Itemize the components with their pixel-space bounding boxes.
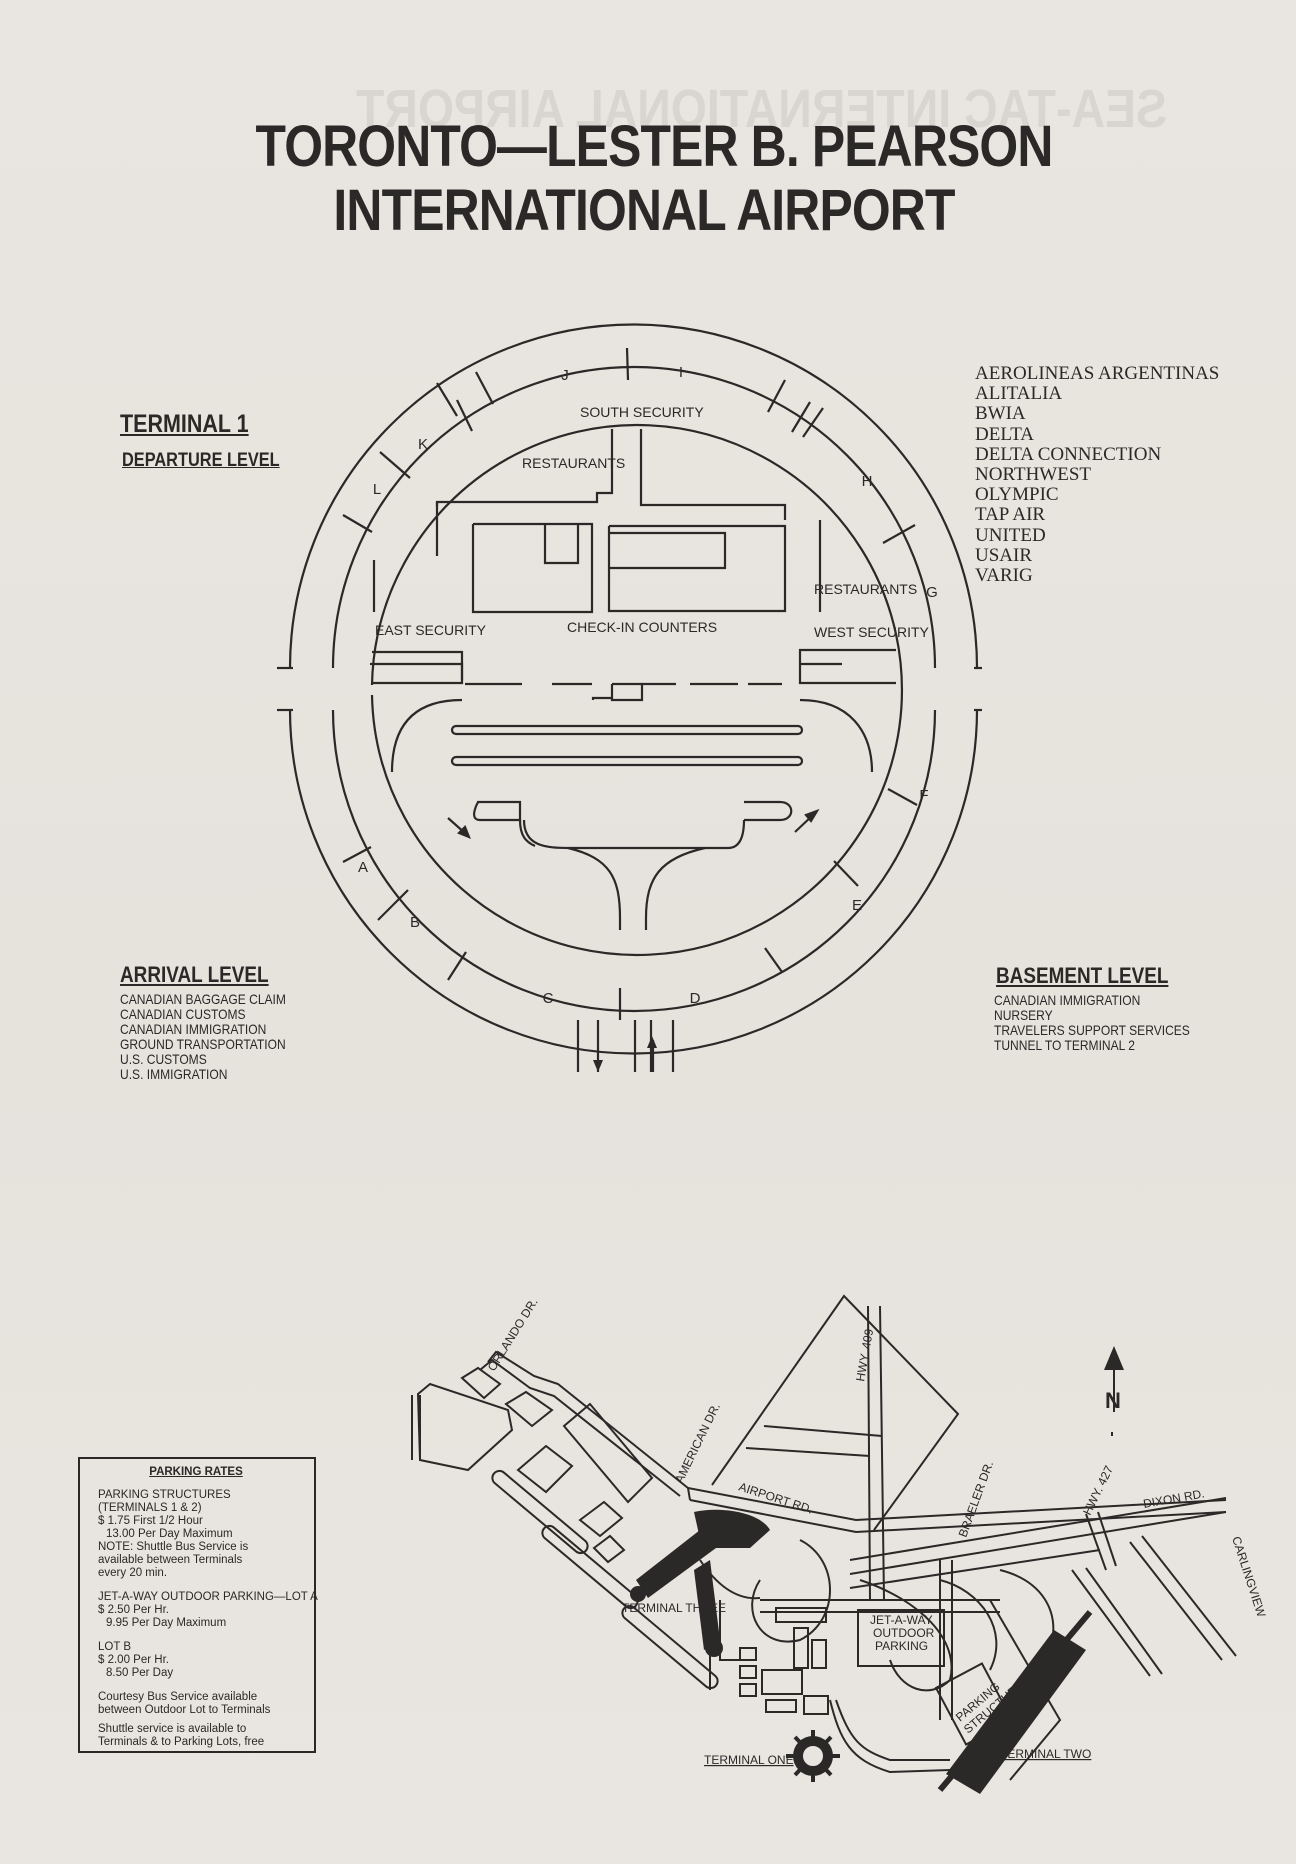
page-title-line-2: INTERNATIONAL AIRPORT xyxy=(333,178,955,243)
gate-label-j: J xyxy=(561,367,569,384)
outer-ring-top xyxy=(288,323,979,669)
airline-item: USAIR xyxy=(975,544,1033,566)
list-item: CANADIAN BAGGAGE CLAIM xyxy=(120,991,286,1007)
parking-rate-line: (TERMINALS 1 & 2) xyxy=(98,1502,202,1514)
list-item: NURSERY xyxy=(994,1007,1053,1023)
arrival-level-heading: ARRIVAL LEVEL xyxy=(120,962,269,987)
arrival-level-list: CANADIAN BAGGAGE CLAIM CANADIAN CUSTOMS … xyxy=(120,992,286,1082)
parking-rate-line: $ 1.75 First 1/2 Hour xyxy=(98,1515,203,1527)
gate-label-h: H xyxy=(862,473,873,490)
list-item: TUNNEL TO TERMINAL 2 xyxy=(994,1037,1135,1053)
list-item: CANADIAN IMMIGRATION xyxy=(994,992,1141,1008)
list-item: U.S. IMMIGRATION xyxy=(120,1066,228,1082)
parking-rate-line: Courtesy Bus Service available xyxy=(98,1691,258,1703)
parking-rate-line: JET-A-WAY OUTDOOR PARKING—LOT A xyxy=(98,1591,318,1603)
parking-rate-line: 13.00 Per Day Maximum xyxy=(106,1528,233,1540)
parking-rate-line: available between Terminals xyxy=(98,1554,243,1566)
carlingview-label: CARLINGVIEW xyxy=(1229,1535,1268,1620)
parking-rate-line: $ 2.00 Per Hr. xyxy=(98,1654,169,1666)
gate-label-c: C xyxy=(543,990,554,1007)
gate-label-k: K xyxy=(418,436,428,453)
orlando-dr xyxy=(487,1350,691,1501)
terminal-two-label: TERMINAL TWO xyxy=(1000,1747,1091,1761)
parking-rate-line: Terminals & to Parking Lots, free xyxy=(98,1736,265,1748)
parking-rate-line: between Outdoor Lot to Terminals xyxy=(98,1704,271,1716)
parking-rate-line: every 20 min. xyxy=(98,1567,168,1579)
parking-rate-line: 9.95 Per Day Maximum xyxy=(106,1617,227,1629)
list-item: TRAVELERS SUPPORT SERVICES xyxy=(994,1022,1190,1038)
jet-a-way-label-1: JET-A-WAY xyxy=(870,1613,933,1627)
north-arrow-icon xyxy=(1104,1346,1124,1370)
outer-ring-bottom xyxy=(288,709,979,1055)
parking-rates-box: PARKING RATES PARKING STRUCTURES (TERMIN… xyxy=(78,1457,318,1753)
list-item: GROUND TRANSPORTATION xyxy=(120,1036,286,1052)
terminal-two-building xyxy=(946,1630,1086,1794)
basement-level-list: CANADIAN IMMIGRATION NURSERY TRAVELERS S… xyxy=(994,993,1190,1053)
terminal-three-label: TERMINAL THREE xyxy=(622,1601,726,1615)
departure-level-heading: DEPARTURE LEVEL xyxy=(122,450,280,471)
airline-item: NORTHWEST xyxy=(975,464,1092,486)
jet-a-way-label-2: OUTDOOR xyxy=(873,1626,935,1640)
list-item: U.S. CUSTOMS xyxy=(120,1051,207,1067)
west-security-label: WEST SECURITY xyxy=(814,624,930,640)
gate-label-e: E xyxy=(852,897,862,914)
basement-level-heading: BASEMENT LEVEL xyxy=(996,963,1169,988)
check-in-counters-label: CHECK-IN COUNTERS xyxy=(567,619,717,635)
hwy-427-label: HWY. 427 xyxy=(1080,1463,1116,1517)
american-dr-label: AMERICAN DR. xyxy=(672,1401,723,1486)
airline-item: TAP AIR xyxy=(975,504,1046,526)
parking-rate-line: Shuttle service is available to xyxy=(98,1723,247,1735)
east-security-label: EAST SECURITY xyxy=(375,622,487,638)
parking-rates-heading: PARKING RATES xyxy=(149,1466,243,1478)
list-item: CANADIAN CUSTOMS xyxy=(120,1006,246,1022)
airline-list: AEROLINEAS ARGENTINAS ALITALIA BWIA DELT… xyxy=(975,363,1220,587)
gate-label-a: A xyxy=(358,859,368,876)
south-security-label: SOUTH SECURITY xyxy=(580,404,704,420)
list-item: CANADIAN IMMIGRATION xyxy=(120,1021,267,1037)
terminal-three-building xyxy=(694,1509,770,1548)
gate-label-d: D xyxy=(690,990,701,1007)
parking-rate-line: 8.50 Per Day xyxy=(106,1667,174,1679)
jet-a-way-label-3: PARKING xyxy=(875,1639,928,1653)
airline-item: BWIA xyxy=(975,403,1026,425)
airline-item: VARIG xyxy=(975,565,1033,587)
gate-label-f: F xyxy=(919,787,928,804)
terminal-one-label: TERMINAL ONE xyxy=(704,1753,794,1767)
north-label: N xyxy=(1105,1388,1121,1413)
gate-label-g: G xyxy=(926,584,938,601)
airline-item: AEROLINEAS ARGENTINAS xyxy=(975,363,1220,384)
airline-item: ALITALIA xyxy=(975,383,1063,405)
parking-rate-line: NOTE: Shuttle Bus Service is xyxy=(98,1541,249,1553)
restaurants-label-right: RESTAURANTS xyxy=(814,581,917,597)
hwy-409-label: HWY. 409 xyxy=(853,1327,876,1382)
airline-item: OLYMPIC xyxy=(975,484,1059,506)
airline-item: UNITED xyxy=(975,524,1046,546)
parking-rate-line: PARKING STRUCTURES xyxy=(98,1489,231,1501)
braeler-dr-label: BRAELER DR. xyxy=(956,1459,997,1539)
gate-label-i: I xyxy=(679,364,683,381)
gate-label-l: L xyxy=(373,481,381,498)
terminal-1-heading: TERMINAL 1 xyxy=(120,410,249,438)
gate-label-b: B xyxy=(410,914,420,931)
parking-rate-line: LOT B xyxy=(98,1641,132,1653)
restaurants-label-top: RESTAURANTS xyxy=(522,455,625,471)
airline-item: DELTA CONNECTION xyxy=(975,443,1162,465)
page-title-line-1: TORONTO—LESTER B. PEARSON xyxy=(255,114,1053,179)
airline-item: DELTA xyxy=(975,423,1034,445)
parking-rate-line: $ 2.50 Per Hr. xyxy=(98,1604,169,1616)
